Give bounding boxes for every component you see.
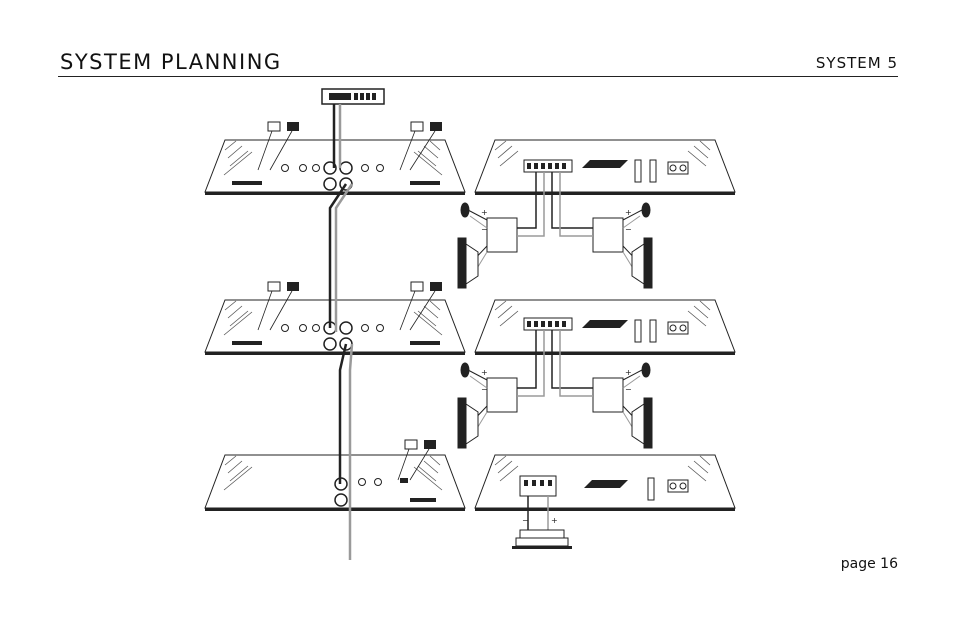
svg-text:−: − [625,385,632,394]
amplifier-right-mid [475,300,735,355]
svg-text:+: + [625,208,632,217]
page-number: page 16 [841,556,898,572]
svg-text:+: + [481,368,488,377]
svg-text:+: + [625,368,632,377]
svg-text:+: + [551,516,558,525]
svg-text:−: − [522,516,529,525]
svg-text:−: − [625,225,632,234]
svg-text:−: − [481,225,488,234]
amplifier-right-top [475,140,735,195]
svg-text:+: + [481,208,488,217]
amplifier-left-bottom [205,440,465,511]
head-unit [322,89,384,104]
amplifier-right-bottom [475,455,735,511]
svg-text:−: − [481,385,488,394]
